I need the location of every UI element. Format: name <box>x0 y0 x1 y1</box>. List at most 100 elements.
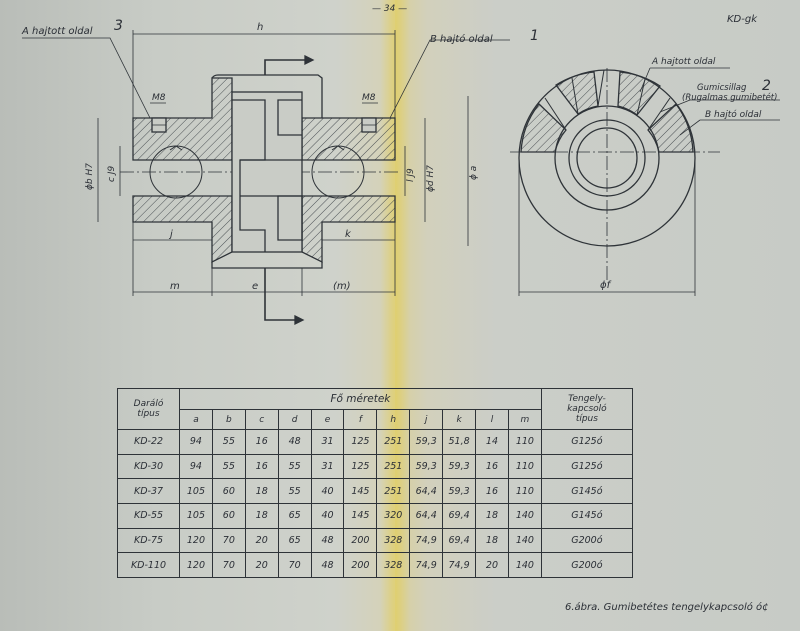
value-cell: 110 <box>507 429 542 455</box>
thread-left: M8 <box>152 93 166 103</box>
type-cell: KD-22 <box>117 429 180 455</box>
value-cell: 125 <box>343 429 378 455</box>
value-cell: 18 <box>475 502 509 529</box>
column-header: k <box>442 409 477 430</box>
thread-right: M8 <box>362 93 376 103</box>
dim-a: ϕ a <box>469 166 479 180</box>
value-cell: 320 <box>376 502 411 529</box>
value-cell: 59,3 <box>409 453 444 480</box>
value-cell: 70 <box>211 527 246 554</box>
end-label-rubber-number: 2 <box>762 78 771 94</box>
end-label-a: A hajtott oldal <box>651 57 716 67</box>
value-cell: 60 <box>211 478 246 504</box>
label-b-number: 1 <box>530 28 539 44</box>
value-cell: 70 <box>277 552 312 578</box>
page-number: — 34 — <box>372 4 408 14</box>
value-cell: 20 <box>244 552 279 578</box>
value-cell: 140 <box>507 502 542 529</box>
value-cell: 16 <box>244 453 279 480</box>
end-view-dimensions <box>518 67 780 296</box>
value-cell: 120 <box>179 552 213 578</box>
value-cell: 48 <box>310 527 345 554</box>
type-cell: KD-110 <box>117 552 180 578</box>
value-cell: 18 <box>244 502 279 529</box>
value-cell: 16 <box>475 478 509 504</box>
dim-l: l J9 <box>406 168 416 182</box>
value-cell: 70 <box>211 552 246 578</box>
page-code: KD-gk <box>727 14 758 25</box>
value-cell: 120 <box>179 527 213 554</box>
value-cell: 55 <box>211 453 246 480</box>
value-cell: 140 <box>507 527 542 554</box>
label-b-driving-side: B hajtó oldal <box>430 33 493 45</box>
value-cell: 74,9 <box>442 552 477 578</box>
column-header: j <box>409 409 444 430</box>
value-cell: 105 <box>179 502 213 529</box>
column-header: d <box>277 409 312 430</box>
coupling-cell: G125ó <box>540 453 633 480</box>
value-cell: 16 <box>475 453 509 480</box>
section-dimensions <box>22 30 510 296</box>
value-cell: 59,3 <box>442 478 477 504</box>
dim-c: c J9 <box>107 166 117 182</box>
figure-caption: 6.ábra. Gumibetétes tengelykapcsoló ó¢ <box>565 602 769 613</box>
value-cell: 48 <box>310 552 345 578</box>
type-cell: KD-55 <box>117 502 180 529</box>
value-cell: 328 <box>376 552 411 578</box>
value-cell: 110 <box>507 478 542 504</box>
value-cell: 328 <box>376 527 411 554</box>
value-cell: 74,9 <box>409 552 444 578</box>
coupling-cell: G125ó <box>540 429 633 455</box>
column-header: c <box>244 409 279 430</box>
value-cell: 74,9 <box>409 527 444 554</box>
main-dimensions-header: Fő méretek <box>179 388 542 410</box>
dim-k: k <box>345 229 352 240</box>
value-cell: 200 <box>343 527 378 554</box>
value-cell: 65 <box>277 527 312 554</box>
column-header: h <box>376 409 411 430</box>
value-cell: 64,4 <box>409 478 444 504</box>
column-header: a <box>179 409 213 430</box>
dim-j: j <box>168 229 173 240</box>
right-hub-upper <box>301 117 396 161</box>
coupling-section-view <box>120 54 400 326</box>
dim-f: ϕf <box>600 280 612 291</box>
value-cell: 55 <box>211 429 246 455</box>
column-header: m <box>507 409 542 430</box>
coupling-cell: G200ó <box>540 552 633 578</box>
end-label-rubber-sub: (Rugalmas gumibetét) <box>682 92 777 103</box>
value-cell: 18 <box>244 478 279 504</box>
value-cell: 94 <box>179 429 213 455</box>
coupling-end-view <box>510 68 720 280</box>
value-cell: 140 <box>507 552 542 578</box>
value-cell: 14 <box>475 429 509 455</box>
value-cell: 20 <box>475 552 509 578</box>
value-cell: 251 <box>376 478 411 504</box>
value-cell: 125 <box>343 453 378 480</box>
value-cell: 31 <box>310 429 345 455</box>
label-a-driven-side: A hajtott oldal <box>21 26 93 37</box>
type-cell: KD-75 <box>117 527 180 554</box>
left-hub-upper <box>132 77 233 161</box>
value-cell: 51,8 <box>442 429 477 455</box>
column-header: b <box>211 409 246 430</box>
value-cell: 69,4 <box>442 502 477 529</box>
value-cell: 94 <box>179 453 213 480</box>
value-cell: 69,4 <box>442 527 477 554</box>
value-cell: 65 <box>277 502 312 529</box>
value-cell: 110 <box>507 453 542 480</box>
type-cell: KD-30 <box>117 453 180 480</box>
value-cell: 20 <box>244 527 279 554</box>
end-label-b: B hajtó oldal <box>705 109 762 120</box>
value-cell: 40 <box>310 478 345 504</box>
type-cell: KD-37 <box>117 478 180 504</box>
